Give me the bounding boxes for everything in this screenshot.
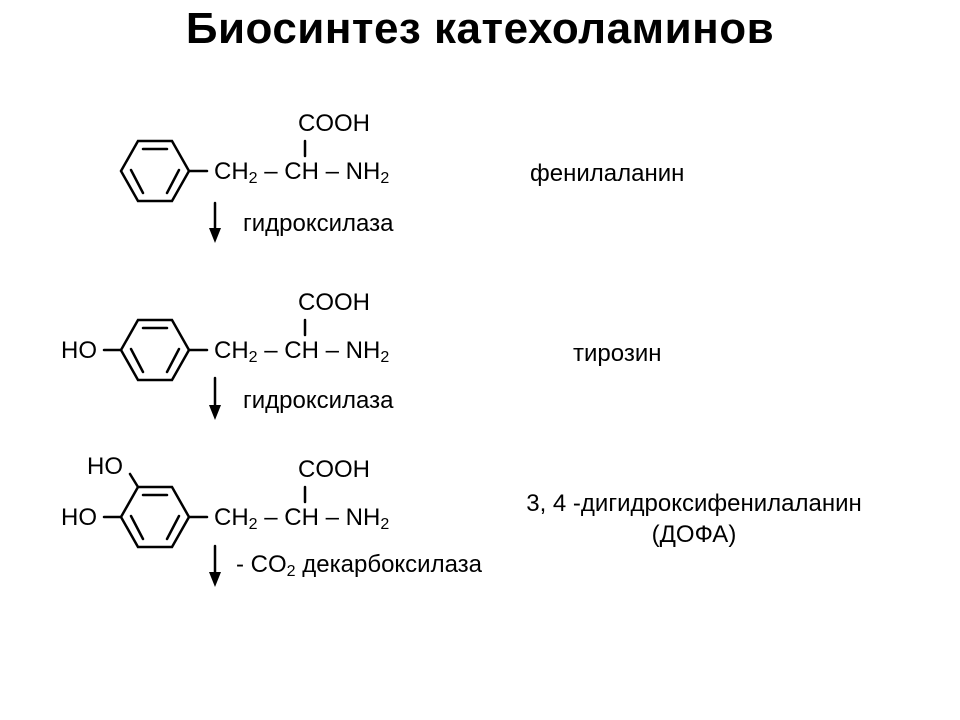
side-chain-2: CH2 – CH – NH2 xyxy=(214,337,390,366)
arrow-head-3 xyxy=(209,572,221,587)
nh2-group: NH xyxy=(345,504,381,531)
co2-subscript: 2 xyxy=(286,563,296,580)
compound-name-tyrosine: тирозин xyxy=(573,340,662,367)
bond-dash: – xyxy=(325,504,339,531)
enzyme-label-2: гидроксилаза xyxy=(243,387,394,414)
enzyme-label-3: - CO2 декарбоксилаза xyxy=(236,551,483,580)
bond-dash: – xyxy=(325,158,339,185)
compound-name-dopa: 3, 4 -дигидроксифенилаланин (ДОФА) xyxy=(484,488,904,550)
co2-loss-prefix: - CO xyxy=(236,551,287,578)
bond-dash: – xyxy=(264,158,278,185)
ch2-group: CH xyxy=(214,337,249,364)
compound-name-phenylalanine: фенилаланин xyxy=(530,160,685,187)
carboxyl-group-2: COOH xyxy=(298,289,370,316)
compound-name-dopa-line1: 3, 4 -дигидроксифенилаланин xyxy=(526,490,862,517)
bond-dash: – xyxy=(325,337,339,364)
enzyme-label-1: гидроксилаза xyxy=(243,210,394,237)
hydroxyl-group-3: HO xyxy=(61,504,97,531)
decarboxylase-label: декарбоксилаза xyxy=(295,551,483,578)
compound-name-dopa-line2: (ДОФА) xyxy=(651,521,737,549)
nh2-subscript: 2 xyxy=(380,516,390,533)
carboxyl-group-1: COOH xyxy=(298,110,370,137)
bond-dash: – xyxy=(264,337,278,364)
nh2-subscript: 2 xyxy=(380,349,390,366)
ch-group: CH xyxy=(284,337,319,364)
page-title: Биосинтез катехоламинов xyxy=(185,4,775,53)
arrow-head-1 xyxy=(209,228,221,243)
nh2-group: NH xyxy=(345,337,381,364)
benzene-ring-1 xyxy=(119,139,209,203)
side-chain-3: CH2 – CH – NH2 xyxy=(214,504,390,533)
hydroxyl-group-3-top: HO xyxy=(87,453,123,480)
ch-group: CH xyxy=(284,158,319,185)
ch2-group: CH xyxy=(214,504,249,531)
ch2-subscript: 2 xyxy=(248,170,258,187)
carboxyl-group-3: COOH xyxy=(298,456,370,483)
ch2-group: CH xyxy=(214,158,249,185)
nh2-subscript: 2 xyxy=(380,170,390,187)
benzene-ring-3 xyxy=(102,472,209,549)
benzene-ring-2 xyxy=(102,318,209,382)
arrow-head-2 xyxy=(209,405,221,420)
ch2-subscript: 2 xyxy=(248,349,258,366)
hydroxyl-group-2: HO xyxy=(61,337,97,364)
nh2-group: NH xyxy=(345,158,381,185)
ch-group: CH xyxy=(284,504,319,531)
bond-dash: – xyxy=(264,504,278,531)
ch2-subscript: 2 xyxy=(248,516,258,533)
side-chain-1: CH2 – CH – NH2 xyxy=(214,158,390,187)
